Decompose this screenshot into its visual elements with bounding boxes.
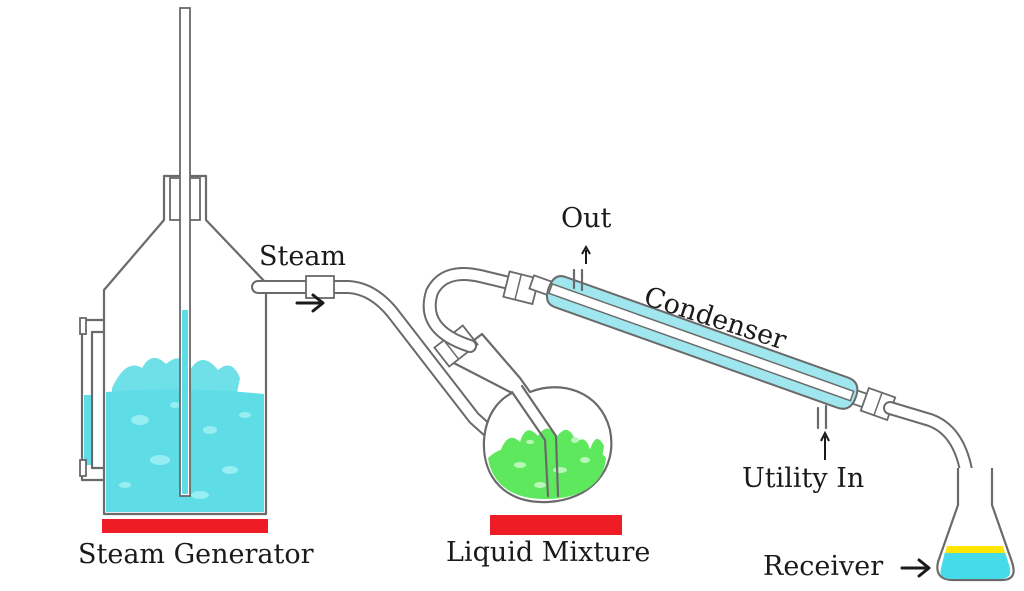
out-label: Out <box>561 203 612 234</box>
utility-in-arrow-icon <box>820 430 830 460</box>
flask-heater <box>490 515 622 535</box>
distillation-flask <box>433 324 622 535</box>
steam-line <box>251 275 559 495</box>
steam-line-joint <box>305 275 335 299</box>
steam-generator-label: Steam Generator <box>78 539 314 570</box>
sight-glass-outline <box>80 318 106 482</box>
steam-flow-arrow-icon <box>295 293 325 313</box>
water-splashes <box>112 357 251 499</box>
steam-label: Steam <box>259 241 347 272</box>
receiver-assembly <box>883 401 1015 582</box>
utility-in-label: Utility In <box>742 463 865 494</box>
liquid-mixture-label: Liquid Mixture <box>446 537 651 568</box>
generator-heater <box>102 519 268 533</box>
receiver-oil-layer <box>945 546 1005 553</box>
steam-generator <box>79 7 268 533</box>
safety-tube-water <box>182 310 188 494</box>
utility-in-port <box>816 404 828 430</box>
utility-out-port <box>572 268 584 292</box>
still-head <box>422 267 540 353</box>
receiver-pointer-arrow-icon <box>900 558 931 578</box>
out-arrow-icon <box>581 244 591 264</box>
sight-glass-water <box>84 395 91 465</box>
condenser-inner-tube <box>547 282 855 402</box>
receiver-distillate <box>940 552 1011 579</box>
condenser <box>528 244 897 460</box>
receiver-label: Receiver <box>763 551 884 582</box>
safety-tube <box>179 7 191 497</box>
